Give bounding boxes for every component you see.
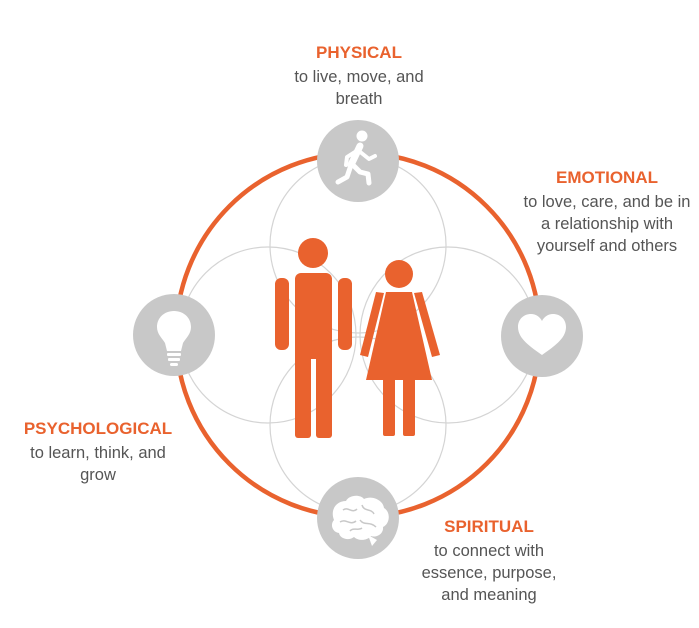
spiritual-title: SPIRITUAL (444, 517, 534, 536)
lightbulb-icon (157, 311, 191, 366)
emotional-label: EMOTIONAL to love, care, and be in a rel… (518, 167, 696, 257)
spiritual-node (317, 477, 399, 559)
emotional-description: to love, care, and be in a relationship … (523, 193, 691, 255)
physical-node (317, 120, 399, 202)
psychological-title: PSYCHOLOGICAL (23, 419, 173, 438)
psychological-node (133, 294, 215, 376)
outer-ring (173, 150, 543, 520)
physical-title: PHYSICAL (316, 43, 402, 62)
heart-icon (518, 314, 566, 355)
emotional-title: EMOTIONAL (556, 168, 658, 187)
emotional-node (501, 295, 583, 377)
psychological-label: PSYCHOLOGICAL to learn, think, and grow (0, 418, 196, 486)
brain-icon (331, 495, 389, 546)
man-figure (275, 238, 352, 438)
physical-description: to live, move, and breath (294, 68, 424, 108)
spiritual-description: to connect with essence, purpose, and me… (421, 542, 557, 604)
psychological-description: to learn, think, and grow (30, 444, 166, 484)
woman-figure (360, 260, 440, 436)
running-person-icon (335, 130, 377, 186)
physical-label: PHYSICAL to live, move, and breath (234, 42, 484, 110)
inner-circles (179, 156, 537, 514)
spiritual-label: SPIRITUAL to connect with essence, purpo… (389, 516, 589, 606)
